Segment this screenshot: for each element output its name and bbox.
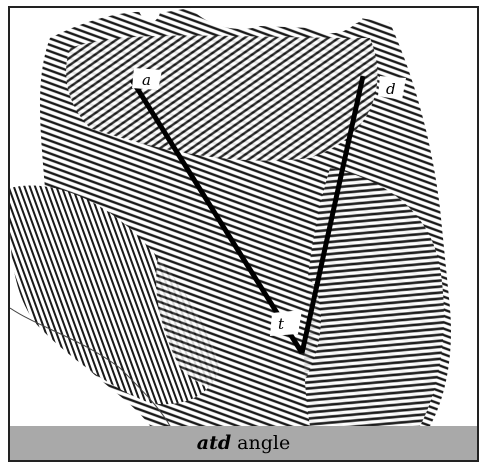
point-d-marker: d <box>378 76 406 100</box>
caption-bar: atd angle <box>10 426 477 460</box>
caption-term: atd <box>197 432 231 454</box>
point-d-label: d <box>386 80 396 98</box>
point-t-label: t <box>278 315 285 333</box>
point-a-label: a <box>142 71 151 89</box>
palm-print-illustration: a d t <box>10 8 477 426</box>
caption-rest: angle <box>237 432 290 454</box>
finger-gap-2 <box>245 8 272 20</box>
point-a-marker: a <box>132 68 162 90</box>
palm-print-figure: a d t atd angle <box>8 6 479 462</box>
point-t-marker: t <box>270 310 302 336</box>
